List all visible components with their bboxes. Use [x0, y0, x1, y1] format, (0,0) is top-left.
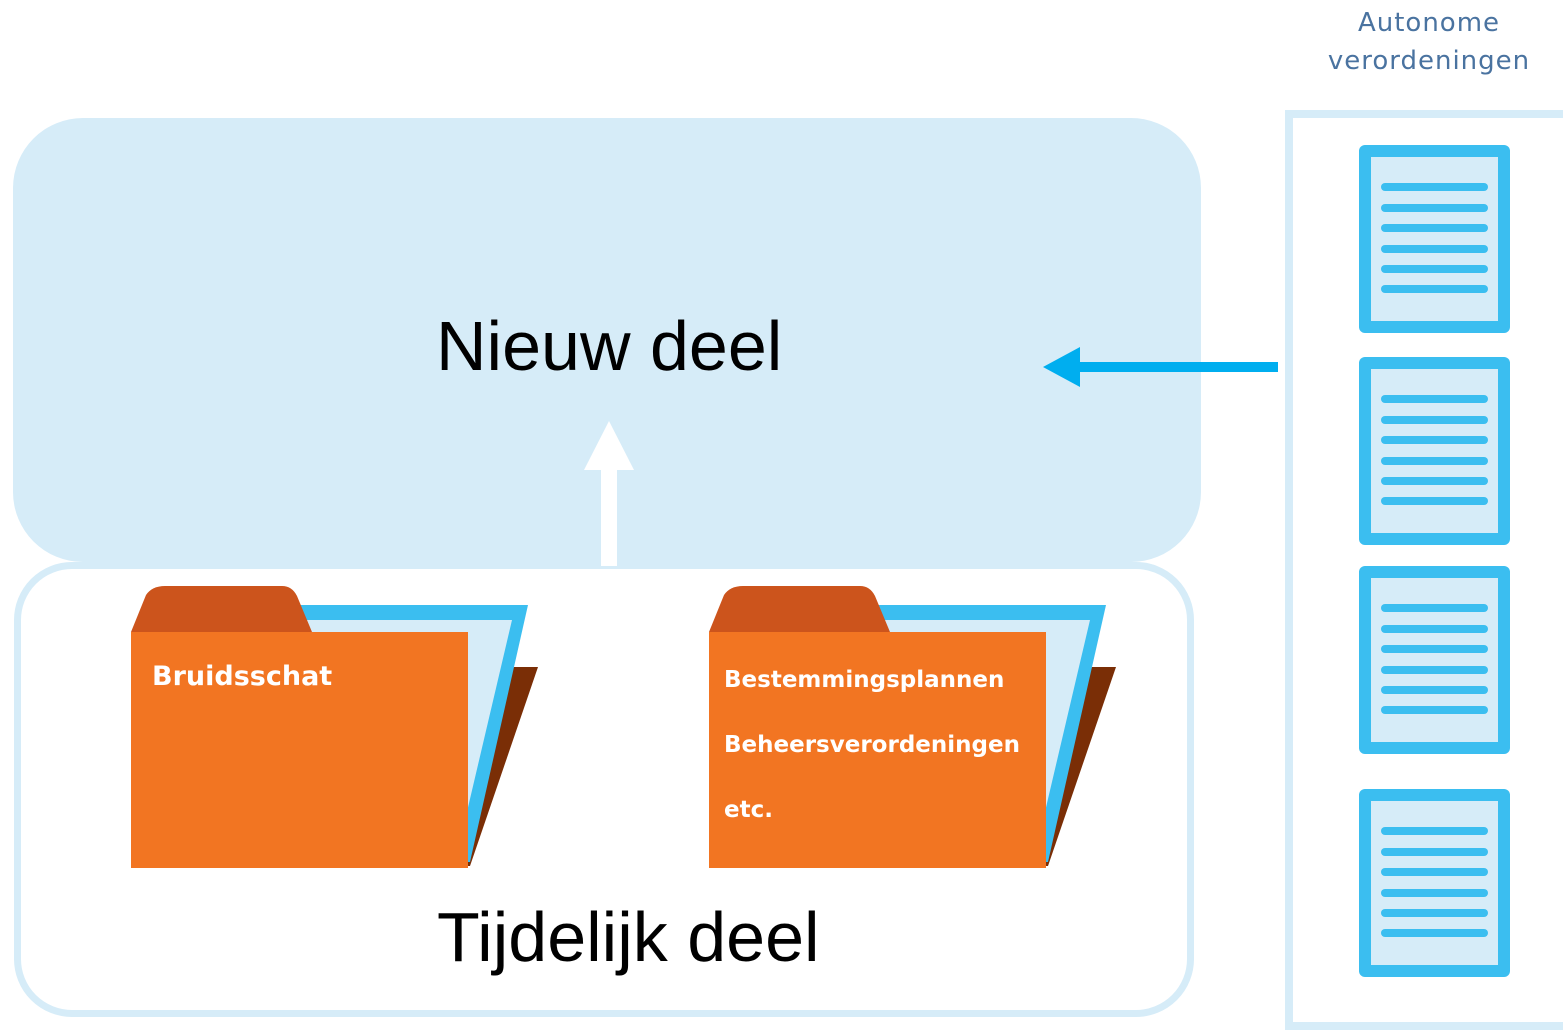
document-icon [1359, 566, 1510, 754]
nieuw-deel-label: Nieuw deel [436, 307, 783, 385]
tijdelijk-deel-label: Tijdelijk deel [437, 898, 820, 976]
folder-label-bruidsschat: Bruidsschat [152, 661, 333, 692]
document-icon [1359, 789, 1510, 977]
folder-icon-bestemmingsplannen [709, 586, 1116, 868]
document-icon [1359, 357, 1510, 545]
up-arrow-icon [584, 421, 634, 566]
folder-label-line: Bestemmingsplannen [724, 667, 1005, 693]
autonome-title-line2: verordeningen [1327, 46, 1531, 76]
autonome-title-line1: Autonome [1357, 8, 1501, 38]
folder-label-line: etc. [724, 797, 773, 823]
folder-icon-bruidsschat [131, 586, 538, 868]
left-arrow-icon [1043, 347, 1278, 387]
autonome-verordeningen-title: Autonome verordeningen [1296, 4, 1562, 80]
document-icon [1359, 145, 1510, 333]
folder-label-line: Beheersverordeningen [724, 732, 1020, 758]
